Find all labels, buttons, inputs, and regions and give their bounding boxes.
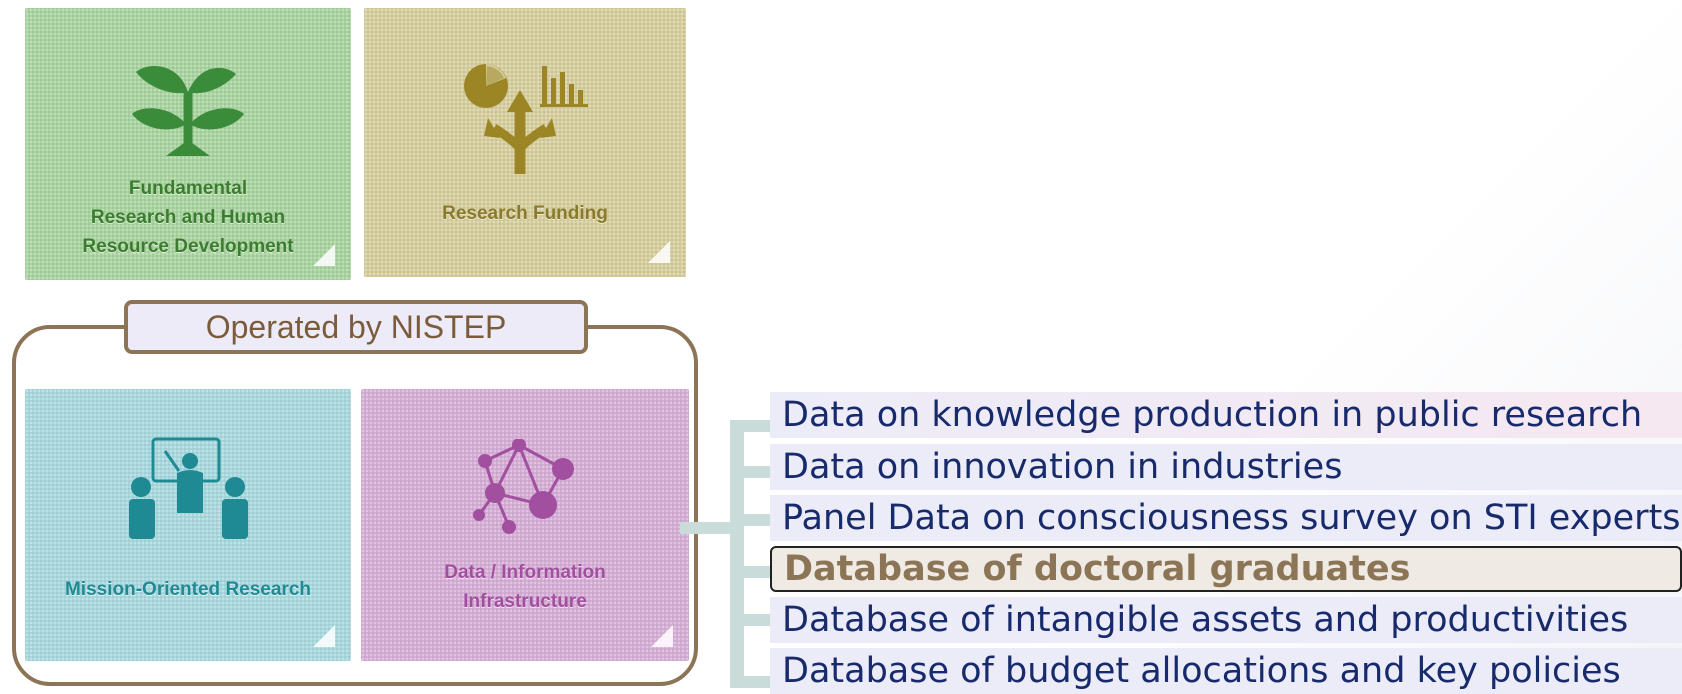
tree-connector xyxy=(680,420,772,688)
db-item-consciousness-survey[interactable]: Panel Data on consciousness survey on ST… xyxy=(770,495,1682,541)
tile-label: Fundamental Research and Human Resource … xyxy=(82,178,294,257)
tile-research-funding[interactable]: Research Funding xyxy=(364,8,686,277)
corner-resize-icon xyxy=(313,625,335,647)
db-item-intangible-assets[interactable]: Database of intangible assets and produc… xyxy=(770,597,1682,643)
corner-resize-icon xyxy=(651,625,673,647)
presentation-icon xyxy=(129,437,248,539)
db-item-doctoral-graduates[interactable]: Database of doctoral graduates xyxy=(770,546,1682,592)
funding-analytics-icon xyxy=(464,64,588,174)
db-item-knowledge-production[interactable]: Data on knowledge production in public r… xyxy=(770,392,1682,438)
tile-fundamental-research[interactable]: Fundamental Research and Human Resource … xyxy=(25,8,351,280)
corner-resize-icon xyxy=(313,244,335,266)
tile-mission-oriented-research[interactable]: Mission-Oriented Research xyxy=(25,389,351,661)
nistep-label: Operated by NISTEP xyxy=(124,300,588,354)
corner-resize-icon xyxy=(648,241,670,263)
sprout-icon xyxy=(132,66,244,156)
tile-label: Mission-Oriented Research xyxy=(64,579,312,600)
db-item-budget-allocations[interactable]: Database of budget allocations and key p… xyxy=(770,648,1682,694)
db-item-innovation-industries[interactable]: Data on innovation in industries xyxy=(770,444,1682,490)
tile-data-information-infrastructure[interactable]: Data / Information Infrastructure xyxy=(361,389,689,661)
tile-label: Research Funding xyxy=(442,203,608,224)
tile-label: Data / Information Infrastructure xyxy=(444,562,606,612)
network-icon xyxy=(473,439,574,534)
